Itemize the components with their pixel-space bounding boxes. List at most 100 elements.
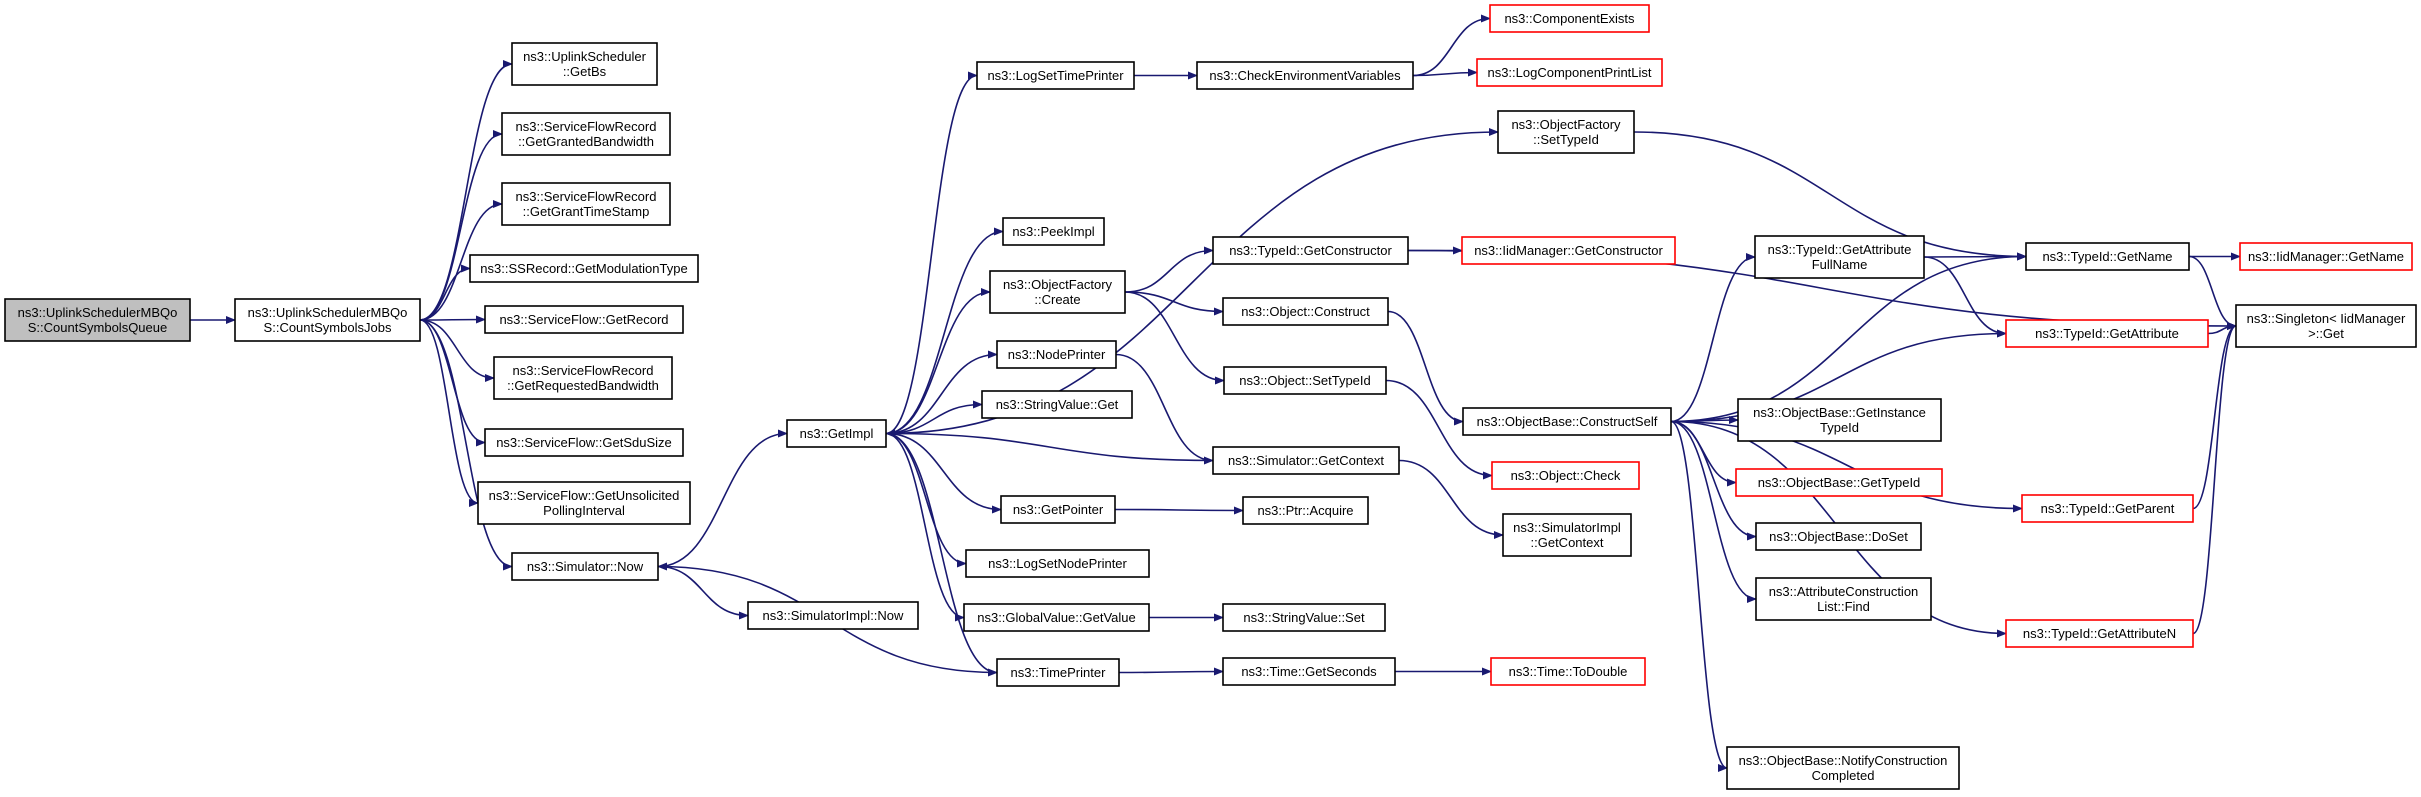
node-sfrec[interactable]: ns3::ServiceFlow::GetRecord bbox=[484, 305, 684, 334]
node-iidgetname[interactable]: ns3::IidManager::GetName bbox=[2239, 242, 2413, 271]
node-tidgetattr[interactable]: ns3::TypeId::GetAttribute bbox=[2005, 319, 2209, 348]
node-ssmod[interactable]: ns3::SSRecord::GetModulationType bbox=[469, 254, 699, 283]
node-label: ns3::Object::SetTypeId bbox=[1239, 373, 1371, 388]
node-label: ns3::TypeId::GetAttributeN bbox=[2023, 626, 2176, 641]
edge-objsettid-to-objcheck bbox=[1385, 379, 1493, 480]
edge-line bbox=[1124, 246, 1214, 293]
node-simimplctx[interactable]: ns3::SimulatorImpl::GetContext bbox=[1502, 513, 1632, 557]
node-iidgetctor[interactable]: ns3::IidManager::GetConstructor bbox=[1461, 236, 1676, 265]
node-box bbox=[963, 603, 1150, 632]
node-label: ns3::TypeId::GetAttribute bbox=[2035, 326, 2179, 341]
node-box bbox=[786, 419, 887, 448]
node-label: ns3::ObjectFactory bbox=[1003, 277, 1113, 292]
node-label: ns3::CheckEnvironmentVariables bbox=[1209, 68, 1401, 83]
node-ofsettid[interactable]: ns3::ObjectFactory::SetTypeId bbox=[1497, 110, 1635, 154]
node-label: ns3::AttributeConstruction bbox=[1769, 584, 1919, 599]
node-simimplnow[interactable]: ns3::SimulatorImpl::Now bbox=[747, 601, 919, 630]
node-objsettid[interactable]: ns3::Object::SetTypeId bbox=[1223, 366, 1387, 395]
node-tidgetparent[interactable]: ns3::TypeId::GetParent bbox=[2021, 494, 2194, 523]
node-obnotify[interactable]: ns3::ObjectBase::NotifyConstructionCompl… bbox=[1726, 746, 1960, 790]
node-gvget[interactable]: ns3::GlobalValue::GetValue bbox=[963, 603, 1150, 632]
node-tidgetname[interactable]: ns3::TypeId::GetName bbox=[2025, 242, 2190, 271]
node-label: TypeId bbox=[1820, 420, 1859, 435]
node-tidgetattrn[interactable]: ns3::TypeId::GetAttributeN bbox=[2005, 619, 2194, 648]
edge-line bbox=[885, 432, 1002, 514]
edge-line bbox=[885, 350, 998, 435]
node-timetodouble[interactable]: ns3::Time::ToDouble bbox=[1490, 657, 1646, 686]
node-label: ::GetGrantTimeStamp bbox=[523, 204, 650, 219]
node-label: ns3::ObjectBase::GetTypeId bbox=[1758, 475, 1921, 490]
node-box bbox=[1489, 4, 1650, 33]
node-csj[interactable]: ns3::UplinkSchedulerMBQoS::CountSymbolsJ… bbox=[234, 298, 421, 342]
edge-getimpl-to-ofsettid bbox=[885, 128, 1499, 435]
node-box bbox=[477, 481, 691, 525]
node-simnow[interactable]: ns3::Simulator::Now bbox=[511, 552, 659, 581]
node-box bbox=[1461, 236, 1676, 265]
edge-line bbox=[1670, 420, 2023, 513]
node-box bbox=[1754, 235, 1925, 279]
node-box bbox=[4, 298, 191, 342]
node-logtp[interactable]: ns3::LogSetTimePrinter bbox=[976, 61, 1135, 90]
node-box bbox=[1222, 657, 1396, 686]
node-obgettid[interactable]: ns3::ObjectBase::GetTypeId bbox=[1735, 468, 1943, 497]
node-ggbw[interactable]: ns3::ServiceFlowRecord::GetGrantedBandwi… bbox=[501, 112, 671, 156]
node-simgetctx[interactable]: ns3::Simulator::GetContext bbox=[1212, 446, 1400, 475]
edge-line bbox=[885, 432, 967, 568]
node-label: ns3::ObjectBase::NotifyConstruction bbox=[1739, 753, 1948, 768]
node-getimpl[interactable]: ns3::GetImpl bbox=[786, 419, 887, 448]
edge-obcs-to-tidgetname bbox=[1670, 252, 2027, 423]
node-tidgetctor[interactable]: ns3::TypeId::GetConstructor bbox=[1212, 236, 1409, 265]
node-svget[interactable]: ns3::StringValue::Get bbox=[981, 390, 1133, 419]
nodes-layer: ns3::UplinkSchedulerMBQoS::CountSymbolsQ… bbox=[4, 4, 2417, 790]
node-timeprinter[interactable]: ns3::TimePrinter bbox=[996, 658, 1120, 687]
node-objconstruct[interactable]: ns3::Object::Construct bbox=[1222, 297, 1389, 326]
node-ggts[interactable]: ns3::ServiceFlowRecord::GetGrantTimeStam… bbox=[501, 182, 671, 226]
edge-tidgetparent-to-singleton bbox=[2192, 322, 2237, 510]
edge-line bbox=[1412, 68, 1478, 77]
node-sdu[interactable]: ns3::ServiceFlow::GetSduSize bbox=[484, 428, 684, 457]
edge-checkenv-to-compexists bbox=[1412, 14, 1491, 77]
node-label: ns3::Object::Check bbox=[1511, 468, 1621, 483]
node-label: ns3::LogSetTimePrinter bbox=[987, 68, 1124, 83]
node-checkenv[interactable]: ns3::CheckEnvironmentVariables bbox=[1196, 61, 1414, 90]
edge-csj-to-upi bbox=[419, 319, 479, 507]
node-svset[interactable]: ns3::StringValue::Set bbox=[1222, 603, 1386, 632]
node-box bbox=[2005, 319, 2209, 348]
node-ofcreate[interactable]: ns3::ObjectFactory::Create bbox=[989, 270, 1126, 314]
node-box bbox=[1000, 495, 1116, 524]
edge-line bbox=[1670, 420, 1757, 603]
node-compexists[interactable]: ns3::ComponentExists bbox=[1489, 4, 1650, 33]
node-getptr[interactable]: ns3::GetPointer bbox=[1000, 495, 1116, 524]
node-root: ns3::UplinkSchedulerMBQoS::CountSymbolsQ… bbox=[4, 298, 191, 342]
node-box bbox=[2021, 494, 2194, 523]
edge-nodeprinter-to-simgetctx bbox=[1115, 353, 1214, 465]
node-logcpl[interactable]: ns3::LogComponentPrintList bbox=[1476, 58, 1663, 87]
node-obcs[interactable]: ns3::ObjectBase::ConstructSelf bbox=[1462, 407, 1672, 436]
edge-simnow-to-simimplnow bbox=[657, 565, 749, 620]
edge-line bbox=[1387, 310, 1464, 426]
node-ptracq[interactable]: ns3::Ptr::Acquire bbox=[1242, 496, 1369, 525]
node-grbw[interactable]: ns3::ServiceFlowRecord::GetRequestedBand… bbox=[493, 356, 673, 400]
node-peek[interactable]: ns3::PeekImpl bbox=[1002, 217, 1105, 246]
node-label: ns3::TypeId::GetConstructor bbox=[1229, 243, 1392, 258]
node-timegetsec[interactable]: ns3::Time::GetSeconds bbox=[1222, 657, 1396, 686]
node-box bbox=[996, 658, 1120, 687]
node-lognp[interactable]: ns3::LogSetNodePrinter bbox=[965, 549, 1150, 578]
node-getbs[interactable]: ns3::UplinkScheduler::GetBs bbox=[511, 42, 658, 86]
node-objcheck[interactable]: ns3::Object::Check bbox=[1491, 461, 1640, 490]
node-label: ns3::GetImpl bbox=[800, 426, 874, 441]
node-nodeprinter[interactable]: ns3::NodePrinter bbox=[996, 340, 1117, 369]
node-label: ns3::ServiceFlow::GetSduSize bbox=[496, 435, 672, 450]
node-label: ::GetContext bbox=[1531, 535, 1604, 550]
node-upi[interactable]: ns3::ServiceFlow::GetUnsolicitedPollingI… bbox=[477, 481, 691, 525]
node-label: ns3::TypeId::GetParent bbox=[2041, 501, 2175, 516]
edge-csj-to-sfrec bbox=[419, 315, 486, 324]
edge-line bbox=[885, 288, 991, 435]
node-singleton[interactable]: ns3::Singleton< IidManager>::Get bbox=[2235, 304, 2417, 348]
edge-csj-to-grbw bbox=[419, 319, 495, 382]
edge-line bbox=[419, 319, 495, 382]
node-obdoset[interactable]: ns3::ObjectBase::DoSet bbox=[1755, 522, 1922, 551]
